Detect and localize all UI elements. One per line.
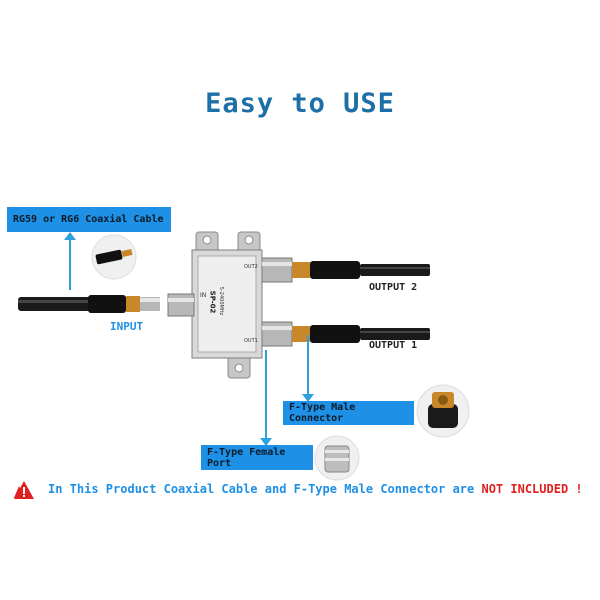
cable-label: RG59 or RG6 Coaxial Cable xyxy=(13,214,164,225)
cable-label-box: RG59 or RG6 Coaxial Cable xyxy=(7,207,171,232)
page-title: Easy to USE xyxy=(205,88,395,119)
female-port-thumb xyxy=(314,435,360,481)
arrow-up-icon xyxy=(64,232,76,240)
input-cable xyxy=(18,295,160,313)
warning-icon xyxy=(14,481,34,499)
arrow-down-icon-2 xyxy=(302,394,314,402)
splitter-model: SP-02 xyxy=(208,290,217,314)
notice-line: In This Product Coaxial Cable and F-Type… xyxy=(48,482,583,496)
notice-text: In This Product Coaxial Cable and F-Type… xyxy=(48,482,482,496)
output1-label: OUTPUT 1 xyxy=(369,340,418,351)
arrow-down-icon xyxy=(260,438,272,446)
male-connector-label: F-Type Male Connector xyxy=(289,402,356,424)
splitter-label: SP-02 5-2400MHz xyxy=(205,262,251,348)
male-connector-thumb xyxy=(416,384,470,438)
cable-closeup-thumb xyxy=(91,234,137,280)
splitter-body xyxy=(167,231,293,379)
callout-arrows xyxy=(69,238,309,440)
output2-label: OUTPUT 2 xyxy=(369,282,418,293)
notice-highlight: NOT INCLUDED ! xyxy=(481,482,583,496)
female-port-label: F-Type Female Port xyxy=(207,446,286,469)
female-port-label-box: F-Type Female Port xyxy=(201,445,313,470)
splitter-port-in: IN xyxy=(200,292,207,299)
splitter-freq: 5-2400MHz xyxy=(218,286,225,316)
male-connector-label-box: F-Type Male Connector xyxy=(283,401,414,425)
input-label: INPUT xyxy=(110,320,144,333)
output-cable-2 xyxy=(292,261,430,279)
splitter-port-out2: OUT2 xyxy=(244,264,258,270)
output-cable-1 xyxy=(292,325,430,343)
splitter-port-out1: OUT1 xyxy=(244,338,258,344)
